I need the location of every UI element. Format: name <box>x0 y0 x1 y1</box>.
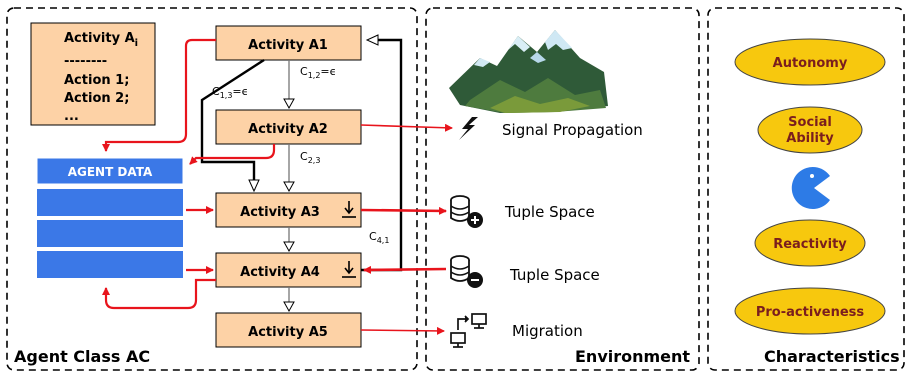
activity-a5-label: Activity A5 <box>248 325 328 340</box>
migration-icon <box>450 313 487 348</box>
legend-dashes: -------- <box>64 54 107 69</box>
reactivity-ellipse <box>754 219 866 267</box>
pacman-icon <box>791 167 830 210</box>
panel-environment <box>425 7 700 371</box>
database-add-icon <box>450 195 483 228</box>
panel-characteristics <box>707 7 905 371</box>
social-ability-label-1: Social <box>788 115 832 130</box>
agent-data-row <box>37 220 183 247</box>
activity-a1-box <box>215 25 362 61</box>
activity-a3-label: Activity A3 <box>240 205 320 220</box>
database-remove-icon <box>450 255 483 288</box>
arrow-migration <box>360 326 445 335</box>
activity-a2-box <box>215 109 362 145</box>
characteristics-title: Characteristics <box>764 347 900 366</box>
proactiveness-ellipse <box>734 287 886 335</box>
download-icon <box>342 261 356 278</box>
migration-label: Migration <box>512 322 583 340</box>
panel-agent-class <box>6 7 418 371</box>
agent-data-row <box>37 189 183 216</box>
condition-c23: C2,3 <box>300 150 320 165</box>
mountain-image <box>449 30 608 113</box>
condition-c41: C4,1 <box>369 230 389 245</box>
transition-a4-a1-arrowhead <box>365 34 379 46</box>
reactivity-label: Reactivity <box>773 237 847 252</box>
signal-propagation-label: Signal Propagation <box>502 121 643 139</box>
transition-a1-a3-arrowhead <box>248 179 260 193</box>
arrow-a2-to-agent-data <box>189 144 276 165</box>
legend-action-2: Action 2; <box>64 91 129 106</box>
download-icon <box>342 201 356 218</box>
legend-ellipsis: ... <box>64 109 79 124</box>
arrow-tuple-in <box>363 265 447 274</box>
agent-data-header <box>36 157 184 185</box>
autonomy-label: Autonomy <box>773 56 848 71</box>
legend-action-1: Action 1; <box>64 73 129 88</box>
autonomy-ellipse <box>734 38 886 86</box>
activity-a2-label: Activity A2 <box>248 122 328 137</box>
legend-activity-box <box>30 22 156 126</box>
legend-title: Activity Ai <box>64 31 138 49</box>
tuple-space-in-label: Tuple Space <box>509 266 600 284</box>
arrow-signal-propagation <box>360 123 453 132</box>
agent-class-title: Agent Class AC <box>14 347 150 366</box>
condition-c13: C1,3=ϵ <box>212 85 248 100</box>
arrow-tuple-out <box>360 206 447 215</box>
agent-data-title: AGENT DATA <box>68 165 153 179</box>
activity-a4-label: Activity A4 <box>240 265 320 280</box>
activity-a1-label: Activity A1 <box>248 38 328 53</box>
lightning-icon <box>459 117 478 140</box>
agent-data-row <box>37 251 183 278</box>
social-ability-ellipse <box>757 106 863 154</box>
arrow-a4-to-agent-data <box>102 278 216 310</box>
environment-title: Environment <box>575 347 690 366</box>
transition-a1-a3 <box>200 58 265 190</box>
pacman-eye <box>810 174 814 178</box>
proactiveness-label: Pro-activeness <box>756 305 865 320</box>
condition-c12: C1,2=ϵ <box>300 65 336 80</box>
arrow-a1-to-agent-data <box>102 38 216 152</box>
social-ability-label-2: Ability <box>786 131 834 146</box>
activity-a3-box <box>215 192 362 228</box>
tuple-space-out-label: Tuple Space <box>504 203 595 221</box>
